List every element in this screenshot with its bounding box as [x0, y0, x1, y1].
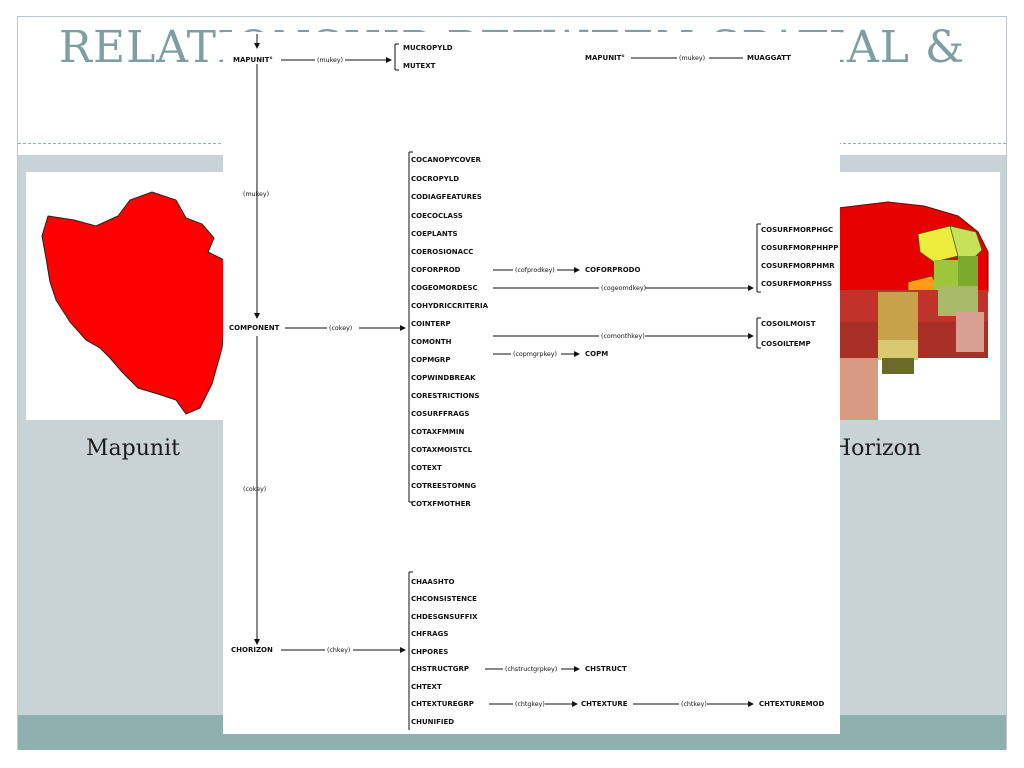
- key-mapunit-left: (mukey): [317, 57, 343, 64]
- table-chtexturegrp: CHTEXTUREGRP: [411, 700, 474, 708]
- key-spine-mukey: (mukey): [243, 191, 269, 198]
- table-cosurfmorphhpp: COSURFMORPHHPP: [761, 244, 838, 252]
- table-cotaxmoistcl: COTAXMOISTCL: [411, 446, 473, 454]
- table-cosoiltemp: COSOILTEMP: [761, 340, 811, 348]
- table-chtext: CHTEXT: [411, 683, 442, 691]
- table-cointerp: COINTERP: [411, 320, 451, 328]
- table-cotext: COTEXT: [411, 464, 442, 472]
- table-chdesgnsuffix: CHDESGNSUFFIX: [411, 613, 478, 621]
- table-coeplants: COEPLANTS: [411, 230, 458, 238]
- horizon-block: [837, 201, 989, 420]
- table-cocanopycover: COCANOPYCOVER: [411, 156, 482, 164]
- table-cocropyld: COCROPYLD: [411, 175, 459, 183]
- key-chtkey: (chtkey): [681, 701, 707, 708]
- key-cofprodkey: (cofprodkey): [515, 267, 555, 274]
- table-cosoilmoist: COSOILMOIST: [761, 320, 816, 328]
- table-coforprodo: COFORPRODO: [585, 266, 640, 274]
- key-chtgkey: (chtgkey): [515, 701, 545, 708]
- mapunit-caption: Mapunit: [86, 436, 180, 461]
- mapunit-shape: [41, 191, 227, 415]
- key-chorizon: (chkey): [327, 647, 350, 654]
- table-comonth: COMONTH: [411, 338, 452, 346]
- table-copmgrp: COPMGRP: [411, 356, 450, 364]
- table-cosurfmorphgc: COSURFMORPHGC: [761, 226, 833, 234]
- key-copmgrpkey: (copmgrpkey): [513, 351, 557, 358]
- key-cogeomdkey: (cogeomdkey): [601, 285, 646, 292]
- table-mutext: MUTEXT: [403, 62, 436, 70]
- table-chtexturemod: CHTEXTUREMOD: [759, 700, 824, 708]
- table-chstructgrp: CHSTRUCTGRP: [411, 665, 469, 673]
- table-coforprod: COFORPROD: [411, 266, 461, 274]
- key-comonthkey: (comonthkey): [601, 333, 645, 340]
- table-muaggatt: MUAGGATT: [747, 54, 791, 62]
- key-spine-cokey: (cokey): [243, 486, 266, 493]
- table-cotreestomng: COTREESTOMNG: [411, 482, 476, 490]
- table-cogeomordesc: COGEOMORDESC: [411, 284, 478, 292]
- table-chconsistence: CHCONSISTENCE: [411, 595, 477, 603]
- table-cotxfmother: COTXFMOTHER: [411, 500, 471, 508]
- table-chstruct: CHSTRUCT: [585, 665, 627, 673]
- key-component: (cokey): [329, 325, 352, 332]
- node-mapunit-right: MAPUNIT°: [585, 54, 625, 62]
- table-codiagfeatures: CODIAGFEATURES: [411, 193, 482, 201]
- horizon-caption: Horizon: [832, 436, 921, 461]
- table-chpores: CHPORES: [411, 648, 448, 656]
- table-coerosionacc: COEROSIONACC: [411, 248, 473, 256]
- component-table-list: COCANOPYCOVER COCROPYLD CODIAGFEATURES C…: [411, 156, 489, 508]
- chorizon-table-list: CHAASHTO CHCONSISTENCE CHDESGNSUFFIX CHF…: [411, 578, 478, 726]
- node-component: COMPONENT: [229, 324, 280, 332]
- key-mapunit-right: (mukey): [679, 55, 705, 62]
- table-copm: COPM: [585, 350, 608, 358]
- diagram-svg: MAPUNIT° (mukey) MUCROPYLD MUTEXT MAPUNI…: [229, 34, 838, 730]
- relationship-diagram: MAPUNIT° (mukey) MUCROPYLD MUTEXT MAPUNI…: [223, 32, 840, 734]
- table-cosurffrags: COSURFFRAGS: [411, 410, 469, 418]
- node-chorizon: CHORIZON: [231, 646, 273, 654]
- key-chstructgrpkey: (chstructgrpkey): [505, 666, 557, 673]
- table-chtexture: CHTEXTURE: [581, 700, 628, 708]
- mapunit-image: [26, 172, 227, 420]
- table-chunified: CHUNIFIED: [411, 718, 454, 726]
- table-cohydriccriteria: COHYDRICCRITERIA: [411, 302, 489, 310]
- table-chfrags: CHFRAGS: [411, 630, 448, 638]
- table-coecoclass: COECOCLASS: [411, 212, 463, 220]
- table-mucropyld: MUCROPYLD: [403, 44, 453, 52]
- table-cotaxfmmin: COTAXFMMIN: [411, 428, 464, 436]
- table-cosurfmorphmr: COSURFMORPHMR: [761, 262, 835, 270]
- table-corestrictions: CORESTRICTIONS: [411, 392, 479, 400]
- node-mapunit-left: MAPUNIT°: [233, 56, 273, 64]
- table-chaashto: CHAASHTO: [411, 578, 455, 586]
- horizon-image: [837, 172, 1000, 420]
- table-copwindbreak: COPWINDBREAK: [411, 374, 476, 382]
- table-cosurfmorphss: COSURFMORPHSS: [761, 280, 832, 288]
